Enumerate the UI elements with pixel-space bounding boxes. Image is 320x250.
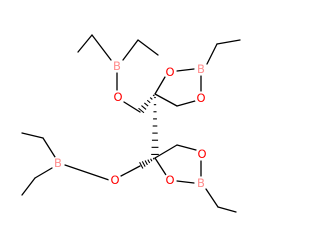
molecule-canvas: B O O B O B O	[21, 34, 241, 213]
oxygen-label: O	[165, 65, 174, 79]
boron-label: B	[197, 176, 205, 190]
bond-top-ethyl1-b	[91, 34, 112, 61]
atom-label-layer: B O O B O B O	[51, 59, 209, 190]
bond-ring2-ethyl-b	[217, 206, 237, 213]
bond-ring1-o-b	[176, 68, 195, 72]
bond-ring1-c-o	[154, 76, 166, 95]
bond-ring1-ethyl-b	[216, 39, 241, 45]
bond-ring1-ethyl-a	[206, 43, 218, 65]
stereo-bond-layer	[138, 94, 159, 169]
bond-ring1-c-c	[154, 93, 178, 107]
boron-label: B	[54, 156, 62, 170]
bond-top-ethyl2-b	[137, 39, 159, 56]
structure-drawing: B O O B O B O	[21, 34, 241, 213]
oxygen-label: O	[110, 173, 119, 187]
bond-layer	[21, 34, 241, 213]
oxygen-label: O	[165, 173, 174, 187]
bond-top-ethyl2-a	[122, 39, 139, 61]
atom-o-ring1-right: O	[194, 91, 208, 105]
bond-bottom-b-ethyl2-b	[21, 177, 36, 196]
bond-bottom-o-b	[64, 164, 110, 181]
atom-b-boryl-top: B	[110, 59, 124, 73]
oxygen-label: O	[197, 147, 206, 161]
boron-label: B	[197, 62, 205, 76]
bond-top-o-ch2	[123, 101, 141, 113]
atom-b-ring1: B	[194, 62, 208, 76]
bond-top-ethyl1-a	[77, 34, 93, 53]
stereo-bond-c3-c2	[151, 97, 159, 155]
atom-o-boryl-top: O	[111, 90, 125, 104]
bond-bottom-b-ethyl1-a	[42, 137, 56, 158]
oxygen-label: O	[196, 91, 205, 105]
atom-b-boryl-bottom: B	[51, 156, 65, 170]
bond-ring2-o-c	[176, 144, 197, 151]
bond-bottom-b-ethyl2-a	[34, 167, 53, 179]
boron-label: B	[113, 59, 121, 73]
bond-bottom-ch2-o	[120, 165, 141, 177]
atom-o-boryl-bottom: O	[108, 173, 122, 187]
atom-o-ring1-left: O	[163, 65, 177, 79]
bond-ring1-o-c	[176, 100, 196, 107]
bond-ring2-c-o	[154, 157, 167, 176]
stereo-bond-c4-ch2	[138, 94, 155, 114]
bond-ring2-ethyl-a	[205, 188, 219, 208]
atom-o-ring2-left: O	[163, 173, 177, 187]
bond-ring2-c-c	[154, 144, 178, 159]
oxygen-label: O	[113, 90, 122, 104]
bond-bottom-b-ethyl1-b	[21, 132, 44, 139]
atom-b-ring2: B	[194, 176, 208, 190]
stereo-bond-c2-ch2	[139, 157, 155, 169]
atom-o-ring2-right: O	[195, 147, 209, 161]
bond-ring2-o-b	[176, 180, 195, 184]
